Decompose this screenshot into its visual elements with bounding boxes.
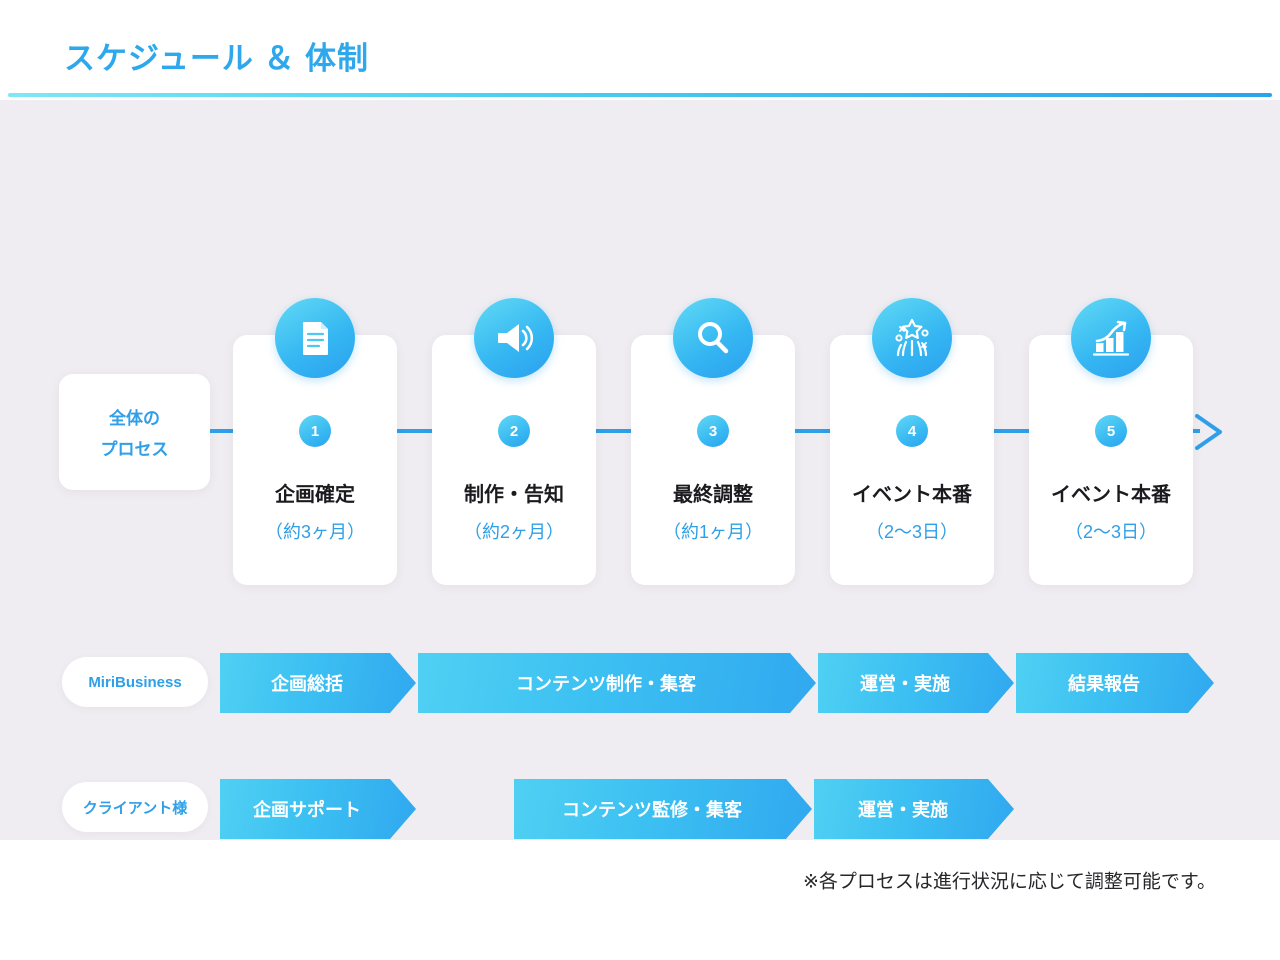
client-task-3-label: 運営・実施 (858, 800, 948, 820)
miri-task-1[interactable]: 企画総括 (220, 653, 416, 713)
timeline-step-5[interactable]: 5 (1095, 415, 1127, 447)
process-title: 制作・告知 (464, 484, 564, 506)
footnote: ※各プロセスは進行状況に応じて調整可能です。 (802, 871, 1216, 893)
timeline-step-3[interactable]: 3 (697, 415, 729, 447)
overall-process-label-line1: 全体の (109, 409, 160, 428)
process-title: イベント本番 (852, 484, 972, 506)
client-task-1[interactable]: 企画サポート (220, 779, 416, 839)
timeline-step-1[interactable]: 1 (299, 415, 331, 447)
overall-process-badge: 全体の プロセス (59, 374, 210, 490)
miri-task-3[interactable]: 運営・実施 (818, 653, 1014, 713)
document-icon (275, 298, 355, 378)
process-title: 最終調整 (673, 484, 753, 506)
process-duration: （約3ヶ月） (264, 522, 365, 542)
miri-task-2[interactable]: コンテンツ制作・集客 (418, 653, 816, 713)
header-divider (8, 93, 1272, 97)
slide-header: スケジュール ＆ 体制 (0, 0, 1280, 100)
process-card-5[interactable]: イベント本番 （2〜3日） (1029, 335, 1193, 585)
process-card-2[interactable]: 制作・告知 （約2ヶ月） (432, 335, 596, 585)
process-card-1[interactable]: 企画確定 （約3ヶ月） (233, 335, 397, 585)
page-title: スケジュール ＆ 体制 (64, 41, 370, 76)
process-card-3[interactable]: 最終調整 （約1ヶ月） (631, 335, 795, 585)
bar-chart-growth-icon (1071, 298, 1151, 378)
client-task-1-label: 企画サポート (253, 800, 361, 820)
process-duration: （約2ヶ月） (463, 522, 564, 542)
miri-task-4[interactable]: 結果報告 (1016, 653, 1214, 713)
miri-task-2-label: コンテンツ制作・集客 (516, 674, 696, 694)
timeline-step-2[interactable]: 2 (498, 415, 530, 447)
fireworks-icon (872, 298, 952, 378)
client-task-3[interactable]: 運営・実施 (814, 779, 1014, 839)
timeline-step-4[interactable]: 4 (896, 415, 928, 447)
overall-process-label-line2: プロセス (100, 440, 169, 459)
magnifier-icon (673, 298, 753, 378)
role-label-miribusiness: MiriBusiness (62, 657, 208, 707)
megaphone-icon (474, 298, 554, 378)
process-title: イベント本番 (1051, 484, 1171, 506)
miri-task-3-label: 運営・実施 (860, 674, 950, 694)
client-task-2[interactable]: コンテンツ監修・集客 (514, 779, 812, 839)
process-title: 企画確定 (275, 484, 355, 506)
miri-task-4-label: 結果報告 (1068, 674, 1140, 694)
arrow-right-icon (1195, 414, 1222, 450)
miri-task-1-label: 企画総括 (271, 674, 343, 694)
process-duration: （約1ヶ月） (662, 522, 763, 542)
process-duration: （2〜3日） (865, 522, 959, 542)
role-label-client: クライアント様 (62, 782, 208, 832)
content-panel: 全体の プロセス 企画確定 （約3ヶ月） 1 (0, 100, 1280, 840)
client-task-2-label: コンテンツ監修・集客 (562, 800, 742, 820)
process-duration: （2〜3日） (1064, 522, 1158, 542)
